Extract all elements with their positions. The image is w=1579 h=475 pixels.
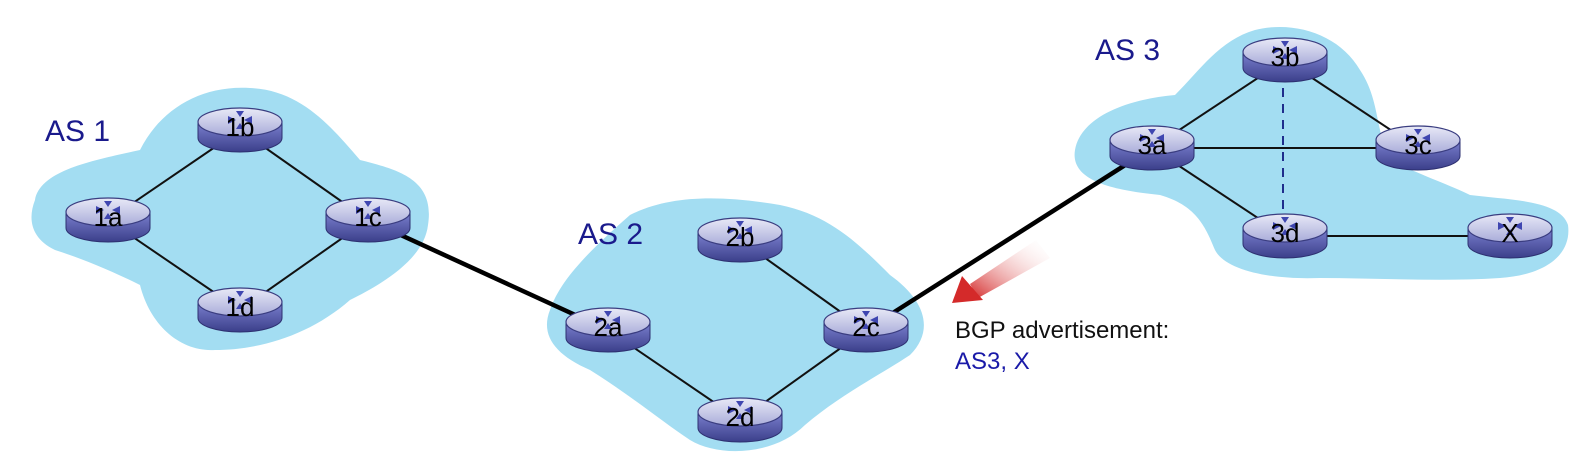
router-label: 2c [852, 312, 879, 342]
router-2b[interactable]: 2b [697, 217, 783, 263]
router-3c[interactable]: 3c [1375, 125, 1461, 171]
router-3a[interactable]: 3a [1109, 125, 1195, 171]
router-1b[interactable]: 1b [197, 107, 283, 153]
router-label: 1c [354, 202, 381, 232]
router-label: X [1501, 218, 1518, 248]
as3-label: AS 3 [1095, 34, 1161, 67]
router-label: 1b [226, 112, 255, 142]
bgp-advertisement-title: BGP advertisement: [955, 317, 1170, 344]
router-1d[interactable]: 1d [197, 287, 283, 333]
as2-label: AS 2 [578, 218, 644, 251]
router-label: 2d [726, 402, 755, 432]
router-label: 3a [1138, 130, 1167, 160]
router-label: 3b [1271, 42, 1300, 72]
router-1a[interactable]: 1a [65, 197, 151, 243]
router-label: 2b [726, 222, 755, 252]
as3-cloud [1074, 26, 1569, 280]
router-label: 2a [594, 312, 623, 342]
router-1c[interactable]: 1c [325, 197, 411, 243]
router-label: 1d [226, 292, 255, 322]
as1-cloud [31, 87, 429, 351]
router-label: 3d [1271, 218, 1300, 248]
as2-cloud [546, 198, 924, 452]
router-label: 1a [94, 202, 123, 232]
router-label: 3c [1404, 130, 1431, 160]
router-2d[interactable]: 2d [697, 397, 783, 443]
router-3d[interactable]: 3d [1242, 213, 1328, 259]
router-2a[interactable]: 2a [565, 307, 651, 353]
router-2c[interactable]: 2c [823, 307, 909, 353]
router-x[interactable]: X [1467, 213, 1553, 259]
bgp-advertisement-path: AS3, X [955, 348, 1030, 375]
ebgp-link-2c-3a [864, 146, 1154, 332]
router-3b[interactable]: 3b [1242, 37, 1328, 83]
as1-label: AS 1 [45, 115, 111, 148]
ebgp-link-1c-2a [367, 217, 609, 333]
bgp-advertisement-arrow [952, 240, 1050, 303]
